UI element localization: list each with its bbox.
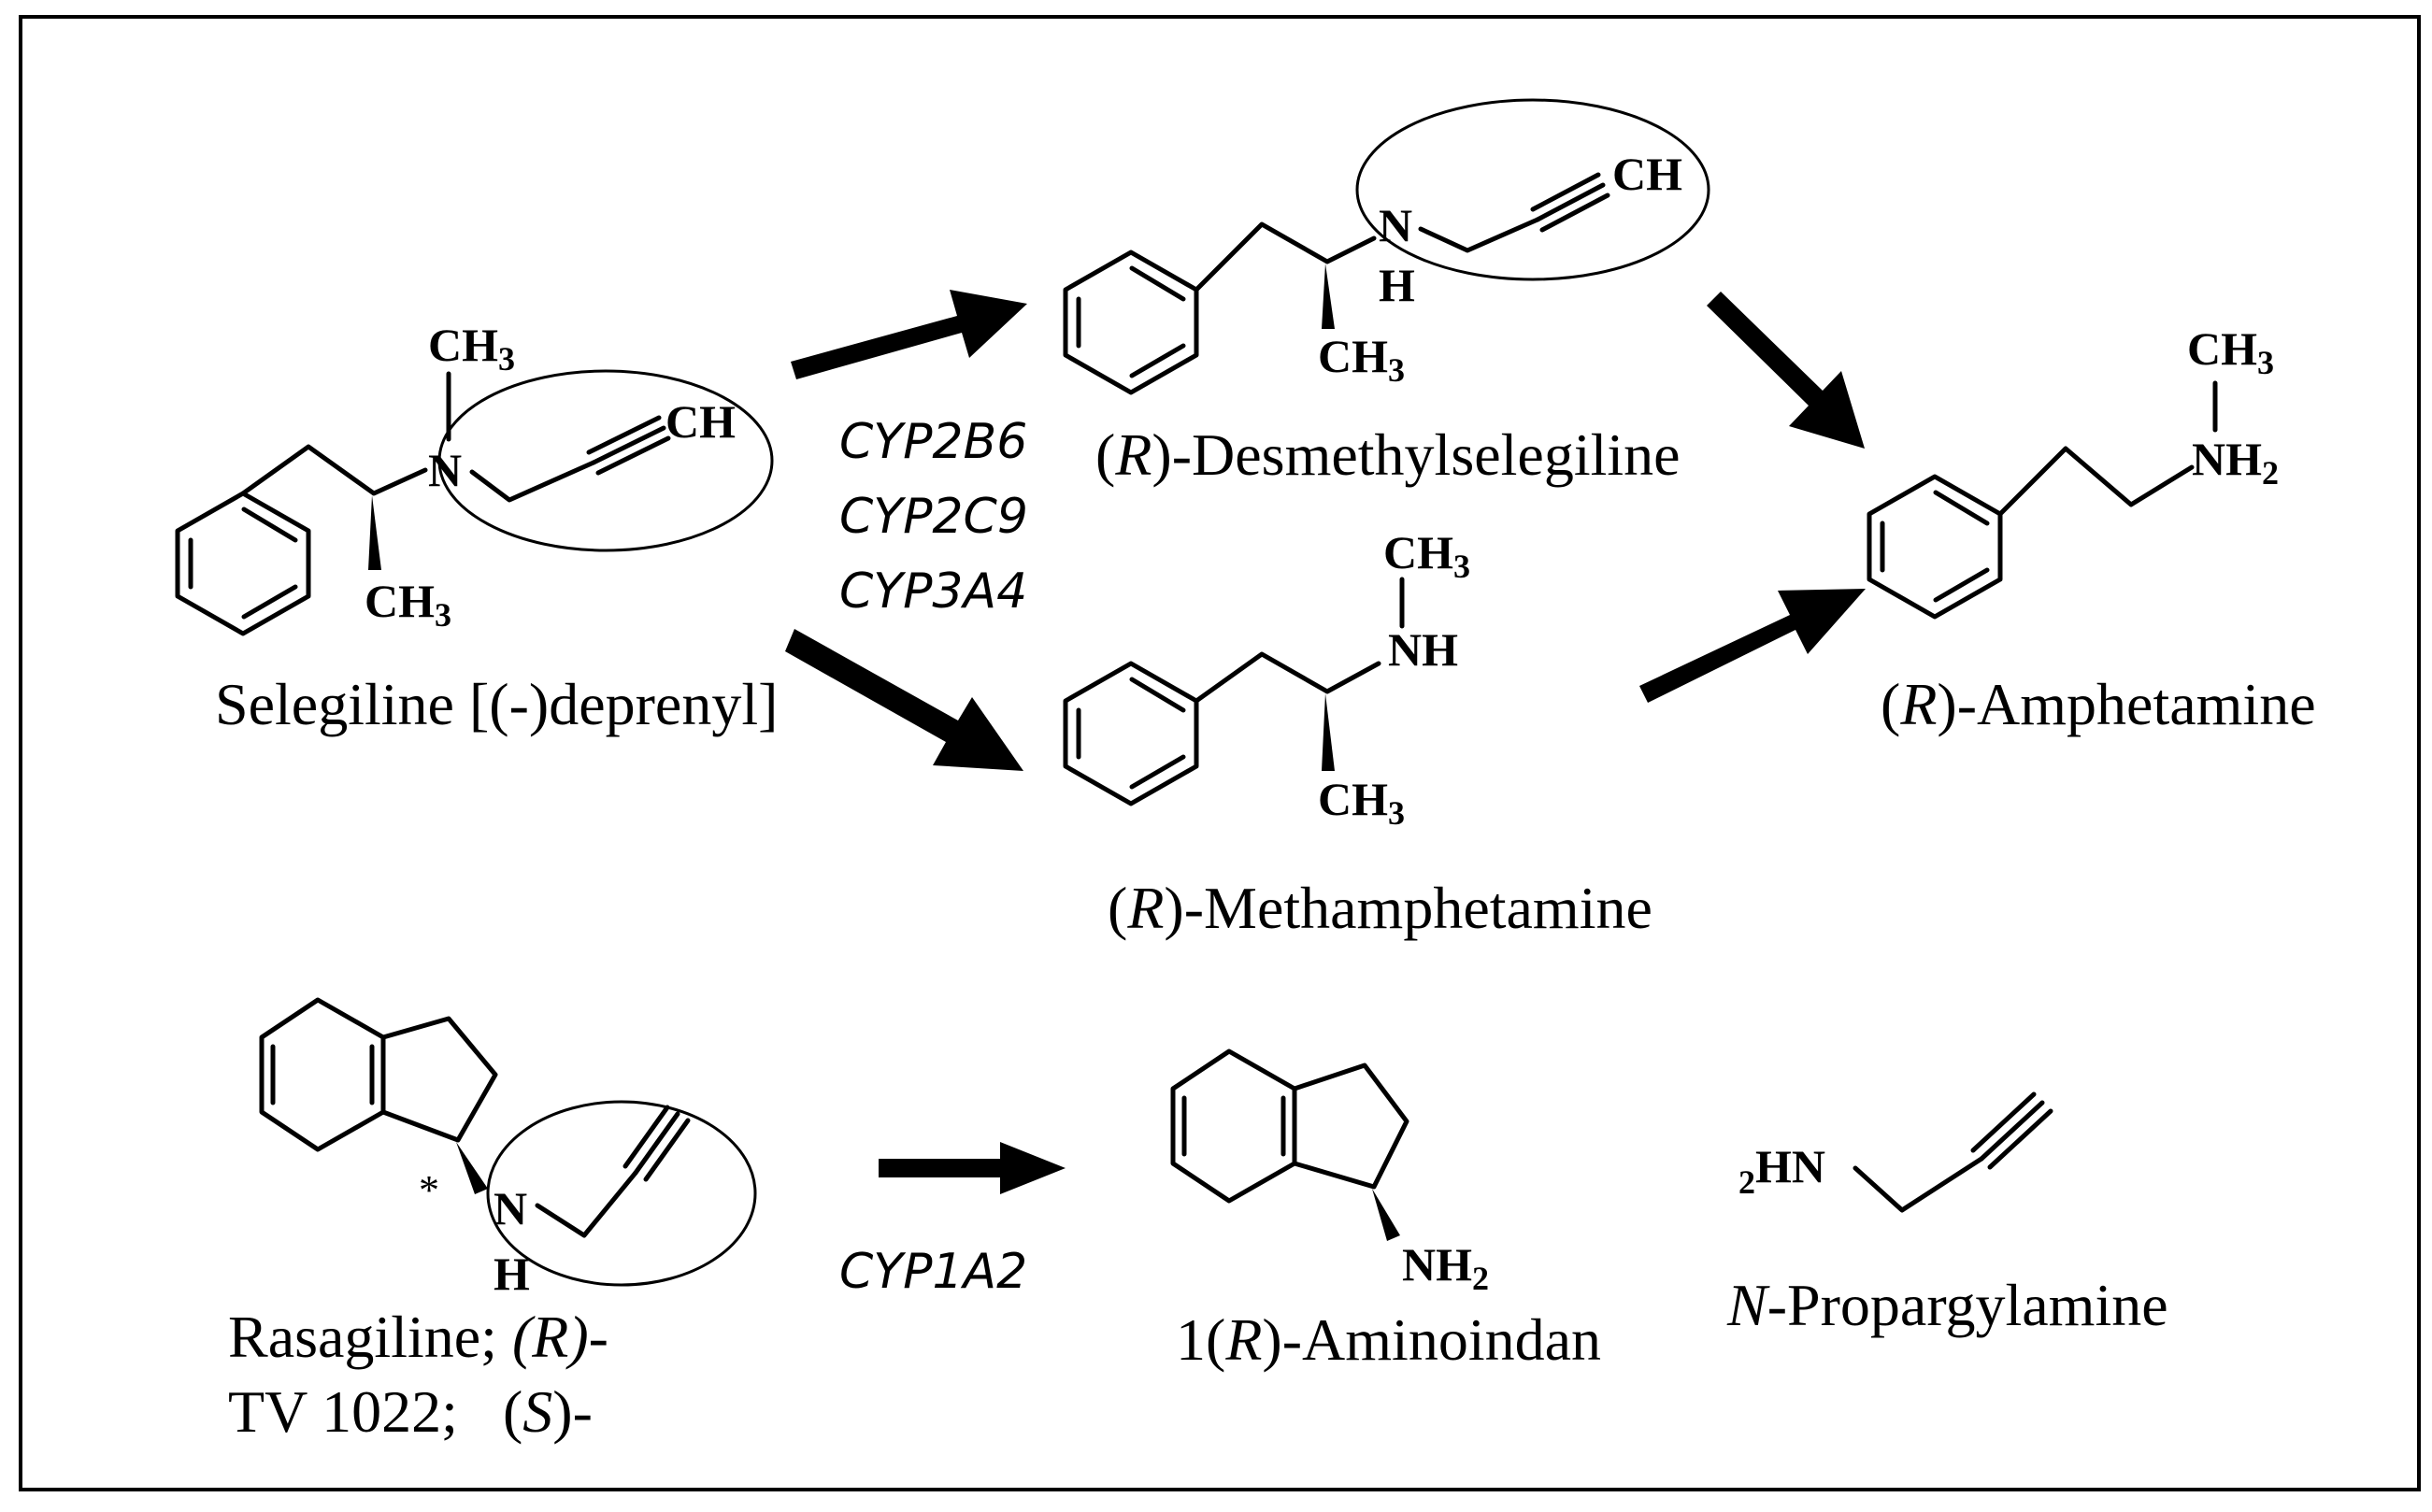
selegiline-stereo-wedge <box>368 495 381 570</box>
enzyme-cyp1a2: CYP1A2 <box>839 1244 1027 1300</box>
aminoindan-stereo-wedge <box>1372 1189 1400 1241</box>
rasagiline-name-line2: TV 1022; (S)- <box>228 1378 593 1445</box>
rasagiline-six-ring <box>259 997 386 1152</box>
enzyme-cyp2c9: CYP2C9 <box>839 489 1028 545</box>
rasagiline-chiral-star: * <box>419 1167 439 1213</box>
selegiline-propargyl-chain <box>469 460 596 503</box>
selegiline-ch3-bottom-label: CH3 <box>365 575 451 634</box>
methamphetamine-ch3-bottom-label: CH3 <box>1318 773 1405 832</box>
selegiline-ch-label: CH <box>665 395 736 448</box>
desmethylselegiline-benzene-ring <box>1063 250 1199 395</box>
aminoindan-ring-double-bonds <box>1181 1095 1286 1157</box>
desmethylselegiline-propargyl-chain <box>1418 217 1540 253</box>
methamphetamine-chain <box>1194 651 1381 704</box>
figure-frame <box>19 15 2421 1491</box>
rasagiline-five-ring <box>380 1016 498 1143</box>
desmethylselegiline-chain <box>1194 221 1377 292</box>
amphetamine-ch3-label: CH3 <box>2187 322 2274 381</box>
methamphetamine-nh-label: NH <box>1388 623 1458 676</box>
arrow-to-aminoindan <box>879 1142 1066 1194</box>
selegiline-ch3-top-label: CH3 <box>428 319 515 378</box>
amphetamine-structure: CH3 NH2 <box>1867 322 2279 620</box>
methamphetamine-structure: CH3 NH CH3 <box>1063 526 1470 832</box>
amphetamine-name: (R)-Amphetamine <box>1881 671 2316 737</box>
enzyme-cyp3a4: CYP3A4 <box>839 563 1027 620</box>
desmethylselegiline-stereo-wedge <box>1322 264 1335 329</box>
desmethylselegiline-structure: N H CH CH3 <box>1063 98 1710 395</box>
desmethylselegiline-n-label: N <box>1379 199 1412 251</box>
methamphetamine-stereo-wedge <box>1322 693 1335 771</box>
amphetamine-ring-inner-bonds <box>1880 490 1990 603</box>
rasagiline-structure: * N H <box>259 997 757 1300</box>
arrow-to-methamphetamine <box>785 629 1023 771</box>
selegiline-name: Selegiline [(-)deprenyl] <box>215 671 778 737</box>
desmethylselegiline-triple-bond <box>1530 172 1610 233</box>
desmethylselegiline-name: (R)-Desmethylselegiline <box>1095 421 1681 488</box>
rasagiline-propargyl-chain <box>535 1170 638 1238</box>
rasagiline-h-label: H <box>494 1248 530 1300</box>
desmethylselegiline-propargyl-highlight <box>1355 98 1710 281</box>
rasagiline-triple-bond <box>622 1105 691 1182</box>
propargylamine-structure: 2HN <box>1738 1091 2053 1213</box>
propargylamine-chain <box>1853 1156 1984 1213</box>
rasagiline-n-label: N <box>494 1182 527 1234</box>
amphetamine-nh2-label: NH2 <box>2192 433 2279 492</box>
rasagiline-name-line1: Rasagiline; (R)- <box>228 1304 608 1370</box>
selegiline-ring-inner-bonds <box>188 506 298 620</box>
aminoindan-six-ring <box>1170 1048 1297 1204</box>
methamphetamine-name: (R)-Methamphetamine <box>1108 875 1652 941</box>
selegiline-propargyl-highlight <box>437 369 774 552</box>
selegiline-chain <box>240 444 428 496</box>
propargylamine-name: N-Propargylamine <box>1726 1272 2168 1338</box>
methamphetamine-ch3-label: CH3 <box>1383 526 1470 585</box>
methamphetamine-ring-inner-bonds <box>1076 677 1186 790</box>
aminoindan-five-ring <box>1292 1063 1409 1190</box>
rasagiline-ring-double-bonds <box>270 1044 375 1105</box>
propargylamine-hn-label: 2HN <box>1738 1140 1825 1201</box>
arrow-to-desmethylselegiline <box>791 290 1027 379</box>
aminoindan-nh2-label: NH2 <box>1402 1238 1489 1297</box>
amphetamine-benzene-ring <box>1867 474 2003 620</box>
aminoindan-structure: NH2 <box>1170 1048 1489 1297</box>
desmethylselegiline-h-label: H <box>1379 259 1415 311</box>
arrow-desmethylselegiline-to-amphetamine <box>1707 292 1865 449</box>
arrow-methamphetamine-to-amphetamine <box>1639 589 1866 703</box>
enzyme-cyp2b6: CYP2B6 <box>839 414 1027 470</box>
desmethylselegiline-ring-inner-bonds <box>1076 265 1186 378</box>
desmethylselegiline-ch-label: CH <box>1612 148 1682 200</box>
amphetamine-chain <box>1997 446 2195 517</box>
rasagiline-stereo-wedge <box>456 1142 488 1194</box>
aminoindan-name: 1(R)-Aminoindan <box>1176 1306 1601 1373</box>
rasagiline-propargyl-highlight <box>486 1100 757 1287</box>
selegiline-n-label: N <box>428 444 462 496</box>
desmethylselegiline-ch3-label: CH3 <box>1318 330 1405 389</box>
methamphetamine-benzene-ring <box>1063 661 1199 806</box>
selegiline-structure: CH3 N CH CH3 <box>175 319 774 636</box>
selegiline-benzene-ring <box>175 491 311 636</box>
selegiline-triple-bond <box>586 415 671 476</box>
propargylamine-triple-bond <box>1970 1091 2053 1170</box>
